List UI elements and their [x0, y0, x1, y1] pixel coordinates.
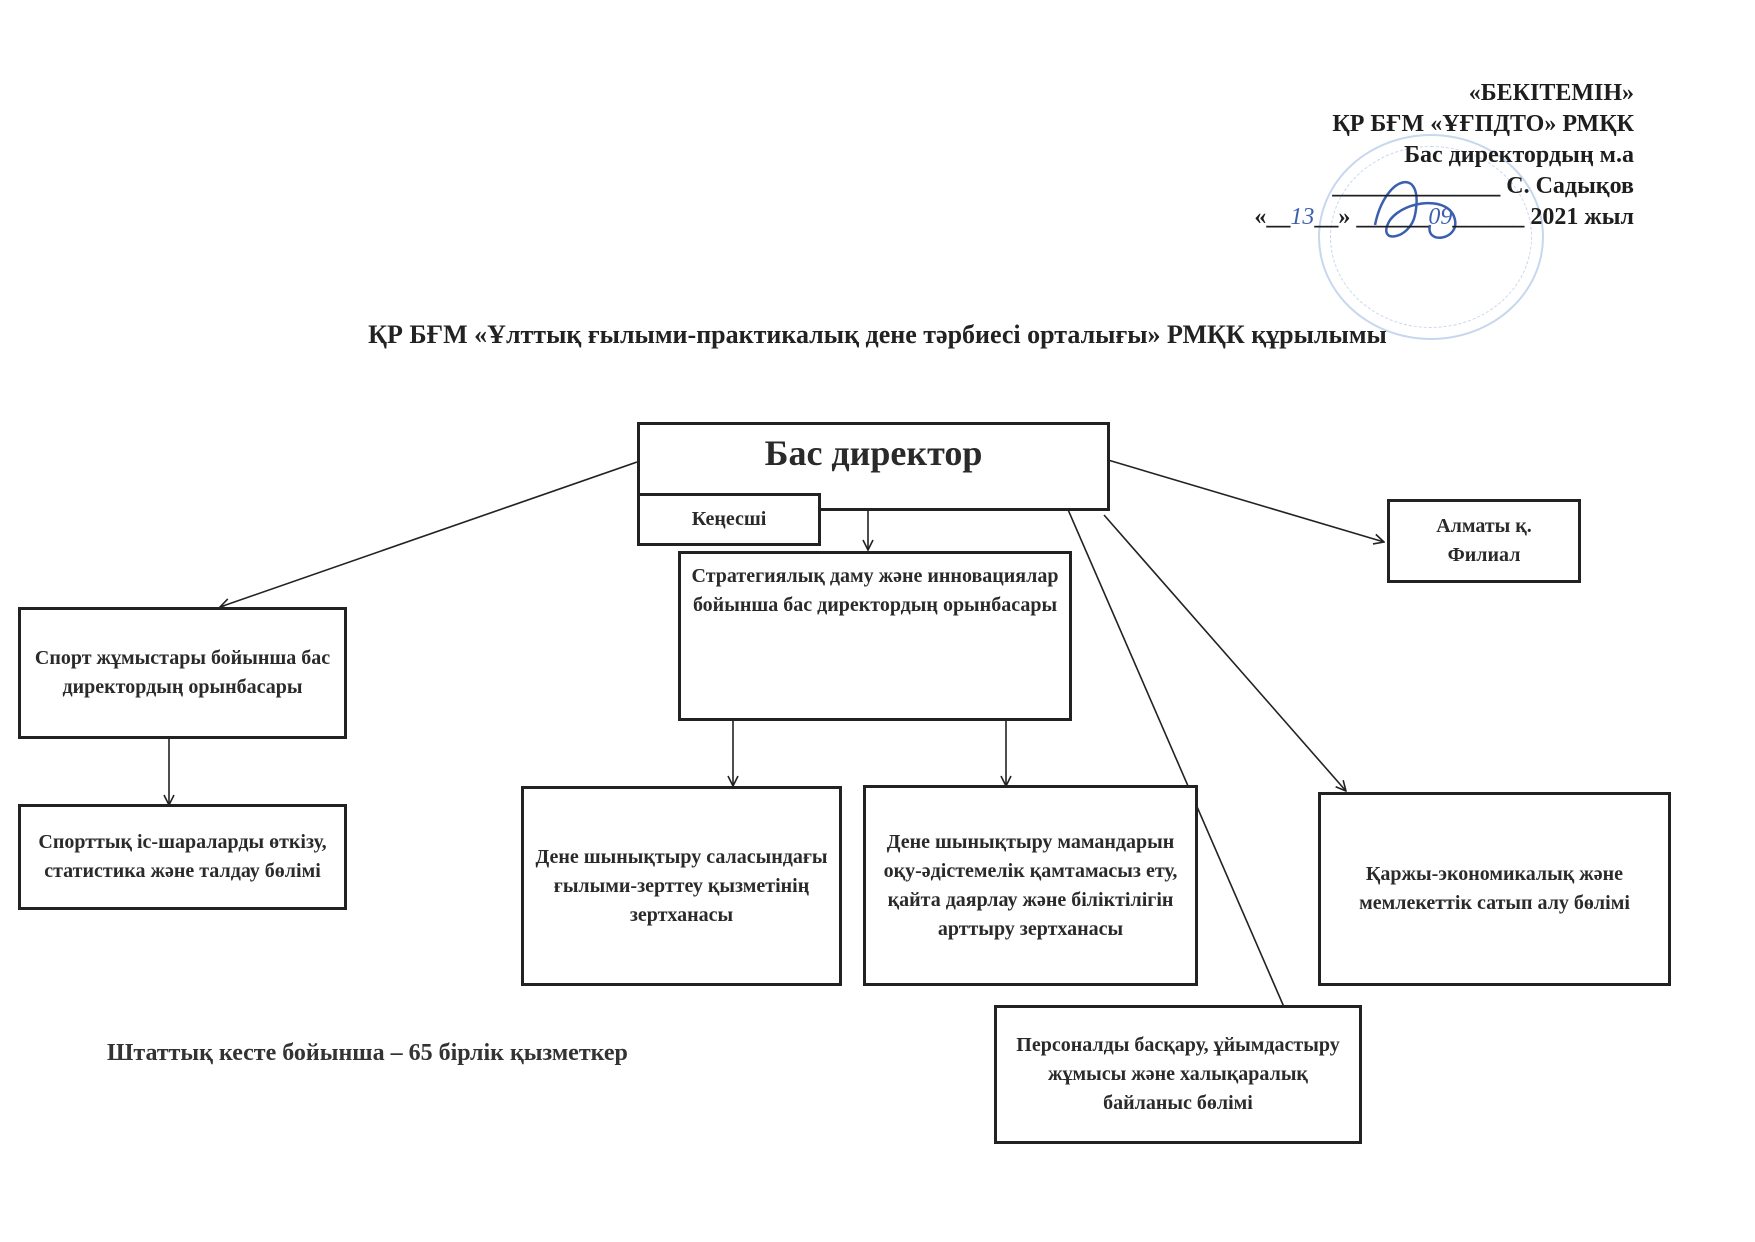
finance-dept-box: Қаржы-экономикалық және мемлекеттік саты… — [1318, 792, 1671, 986]
adviser-label: Кеңесші — [691, 508, 767, 530]
hr-dept-label: Персоналды басқару, ұйымдастыру жұмысы ж… — [1016, 1034, 1340, 1114]
approval-organization: ҚР БҒМ «ҰҒПДТО» РМҚК — [1332, 111, 1634, 137]
sport-deputy-label: Спорт жұмыстары бойынша бас директордың … — [34, 647, 331, 698]
edge-director-finance — [1103, 514, 1346, 791]
approval-position: Бас директордың м.а — [1404, 142, 1634, 168]
date-month: 09 — [1428, 204, 1453, 230]
research-lab-box: Дене шынықтыру саласындағы ғылыми-зертте… — [521, 786, 842, 986]
almaty-branch-box: Алматы қ. Филиал — [1387, 499, 1581, 583]
official-seal — [1318, 134, 1544, 340]
sport-events-dept-label: Спорттық іс-шараларды өткізу, статистика… — [38, 831, 327, 882]
strategic-deputy-label: Стратегиялық даму және инновациялар бойы… — [691, 565, 1059, 616]
research-lab-label: Дене шынықтыру саласындағы ғылыми-зертте… — [535, 845, 828, 926]
date-open-quote: « — [1254, 204, 1267, 230]
signature — [1373, 181, 1457, 239]
sport-deputy-box: Спорт жұмыстары бойынша бас директордың … — [18, 607, 347, 739]
date-day: 13 — [1290, 204, 1315, 230]
finance-dept-label: Қаржы-экономикалық және мемлекеттік саты… — [1359, 863, 1630, 914]
staff-count-note: Штаттық кесте бойынша – 65 бірлік қызмет… — [107, 1040, 628, 1066]
approval-block: «БЕКІТЕМІН» ҚР БҒМ «ҰҒПДТО» РМҚК Бас дир… — [1254, 78, 1634, 233]
adviser-box: Кеңесші — [637, 493, 821, 546]
director-box: Бас директор — [637, 422, 1110, 511]
edge-director-hr — [1065, 504, 1297, 1037]
methodology-lab-label: Дене шынықтыру мамандарын оқу-әдістемелі… — [883, 830, 1178, 940]
sport-events-dept-box: Спорттық іс-шараларды өткізу, статистика… — [18, 804, 347, 910]
approval-date: «__13__» ______09______ 2021 жыл — [1254, 204, 1634, 230]
approval-signer: ______________ С. Садықов — [1332, 173, 1634, 199]
hr-dept-box: Персоналды басқару, ұйымдастыру жұмысы ж… — [994, 1005, 1362, 1144]
almaty-branch-label: Алматы қ. Филиал — [1436, 515, 1532, 566]
strategic-deputy-box: Стратегиялық даму және инновациялар бойы… — [678, 551, 1072, 721]
date-close-quote: » — [1338, 204, 1351, 230]
approval-heading: «БЕКІТЕМІН» — [1468, 80, 1634, 106]
signer-name: С. Садықов — [1506, 173, 1634, 199]
document-title: ҚР БҒМ «Ұлттық ғылыми-практикалық дене т… — [368, 320, 1387, 349]
methodology-lab-box: Дене шынықтыру мамандарын оқу-әдістемелі… — [863, 785, 1198, 986]
edge-director-almaty — [1107, 459, 1384, 542]
date-year: 2021 жыл — [1530, 204, 1634, 230]
director-label: Бас директор — [764, 433, 983, 473]
edge-director-sport-deputy — [220, 461, 638, 607]
